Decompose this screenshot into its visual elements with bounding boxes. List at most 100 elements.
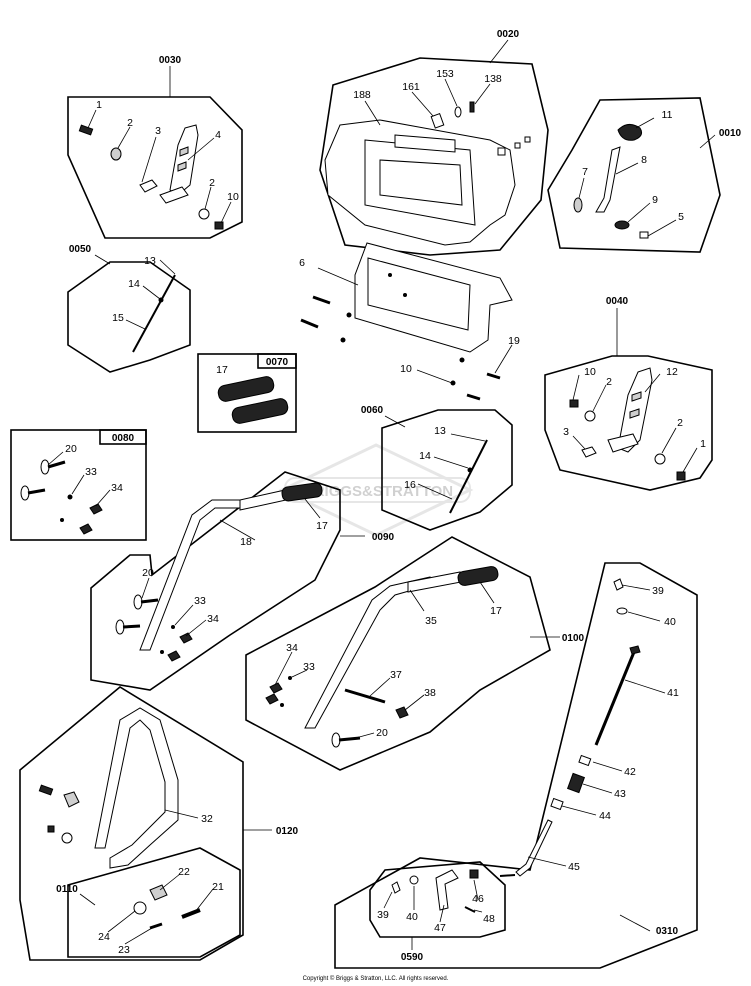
group-label-0120: 0120 xyxy=(276,826,299,837)
group-0010-parts xyxy=(573,124,649,239)
callout-10: 10 xyxy=(400,363,412,375)
callout-43: 43 xyxy=(614,788,626,800)
callout-34: 34 xyxy=(207,613,219,625)
callout-33: 33 xyxy=(194,595,206,607)
callout-37: 37 xyxy=(390,669,402,681)
callout-2: 2 xyxy=(209,177,215,189)
group-outline-0310 xyxy=(334,562,698,969)
group-label-0310: 0310 xyxy=(656,926,679,937)
callout-138: 138 xyxy=(484,73,502,85)
group-0060-parts xyxy=(449,439,488,514)
group-outline-0120 xyxy=(19,686,244,961)
group-outline-0010 xyxy=(547,97,721,253)
group-0120-parts xyxy=(38,707,201,930)
callout-42: 42 xyxy=(624,766,636,778)
callout-10: 10 xyxy=(584,366,596,378)
callout-1: 1 xyxy=(700,438,706,450)
callout-33: 33 xyxy=(85,466,97,478)
callout-18: 18 xyxy=(240,536,252,548)
copyright-notice: Copyright © Briggs & Stratton, LLC. All … xyxy=(302,976,449,982)
group-outline-0060 xyxy=(381,409,513,531)
callout-4: 4 xyxy=(215,129,221,141)
callout-16: 16 xyxy=(404,479,416,491)
group-label-0100: 0100 xyxy=(562,633,585,644)
callout-3: 3 xyxy=(563,426,569,438)
callout-17: 17 xyxy=(316,520,328,532)
callout-161: 161 xyxy=(402,81,420,93)
callout-21: 21 xyxy=(212,881,224,893)
group-outline-0100 xyxy=(245,536,551,771)
group-label-0040: 0040 xyxy=(606,296,629,307)
callout-2: 2 xyxy=(677,417,683,429)
callout-8: 8 xyxy=(641,154,647,166)
callout-17: 17 xyxy=(490,605,502,617)
group-label-0080: 0080 xyxy=(112,433,135,444)
callout-20: 20 xyxy=(142,567,154,579)
callout-38: 38 xyxy=(424,687,436,699)
group-outline-0040 xyxy=(544,355,713,491)
callout-48: 48 xyxy=(483,913,495,925)
callout-10: 10 xyxy=(227,191,239,203)
group-0070-parts xyxy=(217,376,289,424)
callout-20: 20 xyxy=(65,443,77,455)
callout-17: 17 xyxy=(216,364,228,376)
group-outline-0110 xyxy=(67,847,241,958)
callout-44: 44 xyxy=(599,810,611,822)
callout-2: 2 xyxy=(127,117,133,129)
callout-24: 24 xyxy=(98,931,110,943)
group-0090-parts xyxy=(115,482,323,662)
callout-39: 39 xyxy=(377,909,389,921)
callout-11: 11 xyxy=(662,109,673,121)
group-0590-parts xyxy=(391,869,479,913)
callout-47: 47 xyxy=(434,922,446,934)
callout-14: 14 xyxy=(128,278,140,290)
callout-33: 33 xyxy=(303,661,315,673)
group-outline-0590 xyxy=(369,861,506,938)
group-label-0020: 0020 xyxy=(497,29,520,40)
callout-34: 34 xyxy=(111,482,123,494)
callout-9: 9 xyxy=(652,194,658,206)
callout-13: 13 xyxy=(144,255,156,267)
part-6-plate xyxy=(300,242,513,401)
callout-19: 19 xyxy=(508,335,520,347)
callout-12: 12 xyxy=(666,366,678,378)
group-outline-0080 xyxy=(10,429,147,541)
callout-labels: 1 2 3 4 2 10 188 161 153 138 11 8 7 9 5 … xyxy=(65,68,706,956)
group-outline-0070 xyxy=(197,353,297,433)
group-0040-parts xyxy=(569,367,686,481)
group-label-0010: 0010 xyxy=(719,128,742,139)
callout-40: 40 xyxy=(406,911,418,923)
group-0100-parts xyxy=(265,566,499,748)
group-label-0070: 0070 xyxy=(266,357,289,368)
group-outline-0020 xyxy=(319,57,549,256)
callout-7: 7 xyxy=(582,166,588,178)
group-box-0080-tab xyxy=(99,429,147,445)
callout-41: 41 xyxy=(667,687,679,699)
callout-188: 188 xyxy=(353,89,371,101)
callout-1: 1 xyxy=(96,99,102,111)
group-0030-parts xyxy=(78,124,224,230)
callout-3: 3 xyxy=(155,125,161,137)
callout-14: 14 xyxy=(419,450,431,462)
group-label-0050: 0050 xyxy=(69,244,92,255)
group-label-0110: 0110 xyxy=(56,884,78,895)
callout-153: 153 xyxy=(436,68,454,80)
callout-34: 34 xyxy=(286,642,298,654)
group-label-0590: 0590 xyxy=(401,952,424,963)
callout-22: 22 xyxy=(178,866,190,878)
callout-32: 32 xyxy=(201,813,213,825)
group-0020-parts xyxy=(324,101,531,246)
callout-45: 45 xyxy=(568,861,580,873)
group-0080-parts xyxy=(20,459,103,535)
group-label-0030: 0030 xyxy=(159,55,182,66)
group-label-0090: 0090 xyxy=(372,532,395,543)
callout-39: 39 xyxy=(652,585,664,597)
group-outline-0090 xyxy=(90,471,341,691)
callout-15: 15 xyxy=(112,312,124,324)
callout-6: 6 xyxy=(299,257,305,269)
callout-13: 13 xyxy=(434,425,446,437)
callout-2: 2 xyxy=(606,376,612,388)
group-0310-parts xyxy=(499,578,641,877)
group-box-0070-tab xyxy=(257,353,297,369)
